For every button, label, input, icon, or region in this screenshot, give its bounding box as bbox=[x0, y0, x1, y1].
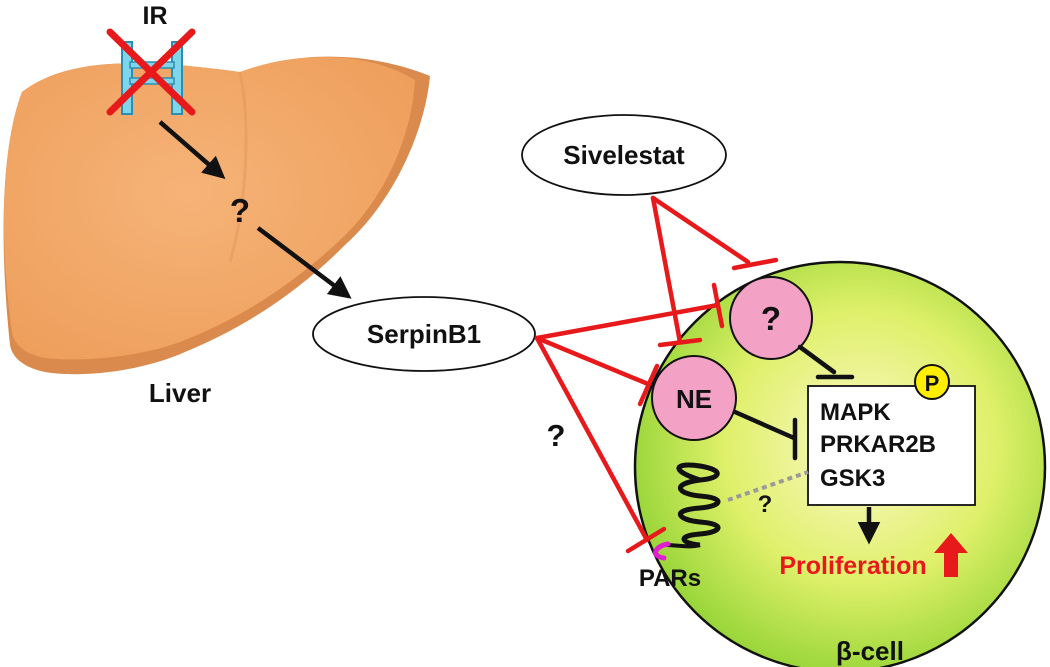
liver-organ bbox=[3, 56, 430, 375]
beta-cell-label: β-cell bbox=[836, 636, 904, 666]
serpinb1-pars-uncertain: ? bbox=[547, 418, 566, 453]
arrow-unknown-to-serpinb1 bbox=[256, 226, 352, 299]
arrow-ir-to-unknown bbox=[158, 120, 226, 179]
sivelestat-inhibits-unknown-bar bbox=[731, 257, 779, 271]
cross-line-2 bbox=[106, 28, 196, 116]
serpinb1-label: SerpinB1 bbox=[367, 319, 481, 349]
receptor-link-bottom bbox=[129, 77, 175, 85]
target-mapk: MAPK bbox=[820, 399, 891, 426]
liver-body bbox=[3, 57, 416, 360]
sivelestat-label: Sivelestat bbox=[563, 140, 685, 170]
serpinb1-inhibits-unknown-bar bbox=[711, 282, 725, 329]
unknown-inhibits-targets-line bbox=[797, 344, 837, 375]
sivelestat-node bbox=[521, 114, 727, 196]
proliferation-up-arrow-icon bbox=[934, 533, 968, 577]
ir-label: IR bbox=[143, 2, 168, 30]
ne-node bbox=[651, 355, 737, 441]
phospho-badge bbox=[914, 364, 950, 400]
target-gsk3: GSK3 bbox=[820, 465, 885, 492]
serpinb1-inhibits-pars-line bbox=[534, 335, 650, 543]
pars-cleaved-tail bbox=[653, 541, 671, 561]
pars-label: PARs bbox=[639, 565, 701, 592]
pars-tail bbox=[665, 543, 701, 549]
target-prkar2b: PRKAR2B bbox=[820, 431, 936, 458]
ne-inhibits-targets-line bbox=[732, 409, 797, 441]
liver-lobe-line bbox=[228, 71, 248, 263]
phospho-label: P bbox=[925, 371, 940, 396]
pars-helix bbox=[676, 462, 721, 548]
unknown-protease-node bbox=[729, 276, 813, 360]
ne-label: NE bbox=[676, 384, 712, 414]
serpinb1-inhibits-ne-line bbox=[534, 335, 651, 387]
serpinb1-node bbox=[312, 296, 536, 372]
unknown-liver-factor: ? bbox=[230, 192, 250, 229]
serpinb1-inhibits-pars-bar bbox=[625, 526, 667, 554]
sivelestat-inhibits-ne-line bbox=[650, 195, 683, 345]
pars-receptor bbox=[653, 462, 721, 561]
pars-targets-uncertain: ? bbox=[758, 491, 773, 518]
sivelestat-inhibits-ne-bar bbox=[657, 337, 703, 348]
proliferation-label: Proliferation bbox=[779, 552, 926, 580]
serpinb1-inhibits-ne-bar bbox=[637, 363, 660, 407]
targets-box bbox=[807, 385, 976, 506]
unknown-protease-label: ? bbox=[761, 300, 781, 337]
inhibition-edges bbox=[534, 195, 779, 554]
insulin-receptor bbox=[106, 28, 196, 116]
sivelestat-inhibits-unknown-line bbox=[650, 195, 751, 265]
black-inhibition-edges bbox=[732, 344, 855, 461]
liver-label: Liver bbox=[149, 378, 211, 408]
serpinb1-inhibits-unknown-line bbox=[534, 302, 721, 341]
